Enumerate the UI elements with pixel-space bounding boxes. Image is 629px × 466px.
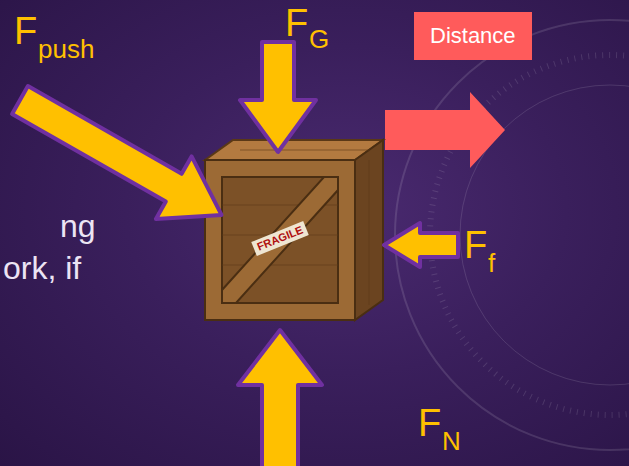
force-symbol: F: [464, 226, 487, 264]
force-symbol: F: [14, 12, 37, 50]
friction-arrow: [384, 223, 458, 267]
force-symbol: F: [418, 404, 441, 442]
force-symbol: F: [285, 4, 308, 42]
gravity-arrow: [240, 42, 316, 152]
slide-text: ng: [60, 210, 96, 242]
force-subscript: push: [38, 36, 94, 62]
distance-box: Distance: [414, 12, 532, 60]
normal-force-arrow: [238, 330, 322, 466]
box-label: Distance: [430, 25, 516, 47]
distance-arrow: [385, 92, 505, 168]
push-arrow: [2, 69, 239, 246]
crate: [205, 140, 383, 320]
slide-text: ork, if: [3, 252, 81, 284]
force-subscript: N: [442, 428, 461, 454]
force-subscript: f: [488, 250, 495, 276]
force-subscript: G: [309, 26, 329, 52]
